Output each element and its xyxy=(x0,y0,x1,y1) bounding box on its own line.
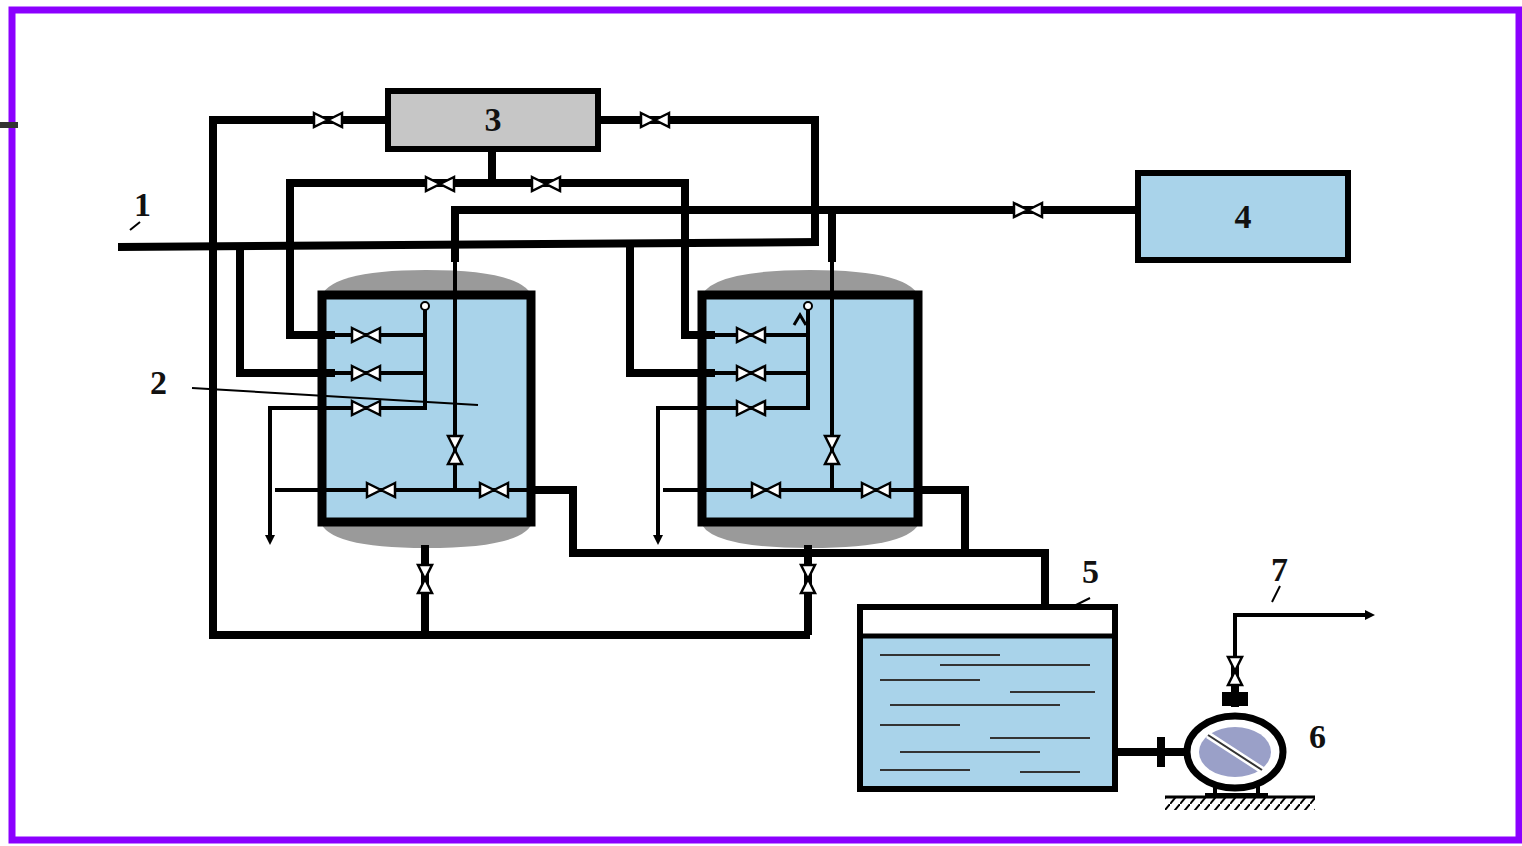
equipment-box: 4 xyxy=(1135,170,1351,263)
callout-number: 6 xyxy=(1309,720,1326,754)
thin-pipes xyxy=(270,262,1370,660)
callout-number: 1 xyxy=(134,188,151,222)
water-lines xyxy=(880,655,1095,772)
tanks xyxy=(320,270,1115,789)
pump xyxy=(1157,692,1315,810)
pipes xyxy=(118,120,1235,752)
edge-mark xyxy=(0,122,18,128)
callout-number: 5 xyxy=(1082,555,1099,589)
box-number: 3 xyxy=(485,103,502,137)
nozzles xyxy=(421,302,812,325)
leader-lines xyxy=(130,222,1280,608)
callout-number: 2 xyxy=(150,366,167,400)
callout-number: 7 xyxy=(1271,553,1288,587)
frame xyxy=(12,10,1519,840)
equipment-box: 3 xyxy=(385,88,601,152)
valves xyxy=(314,113,1242,685)
box-number: 4 xyxy=(1235,200,1252,234)
